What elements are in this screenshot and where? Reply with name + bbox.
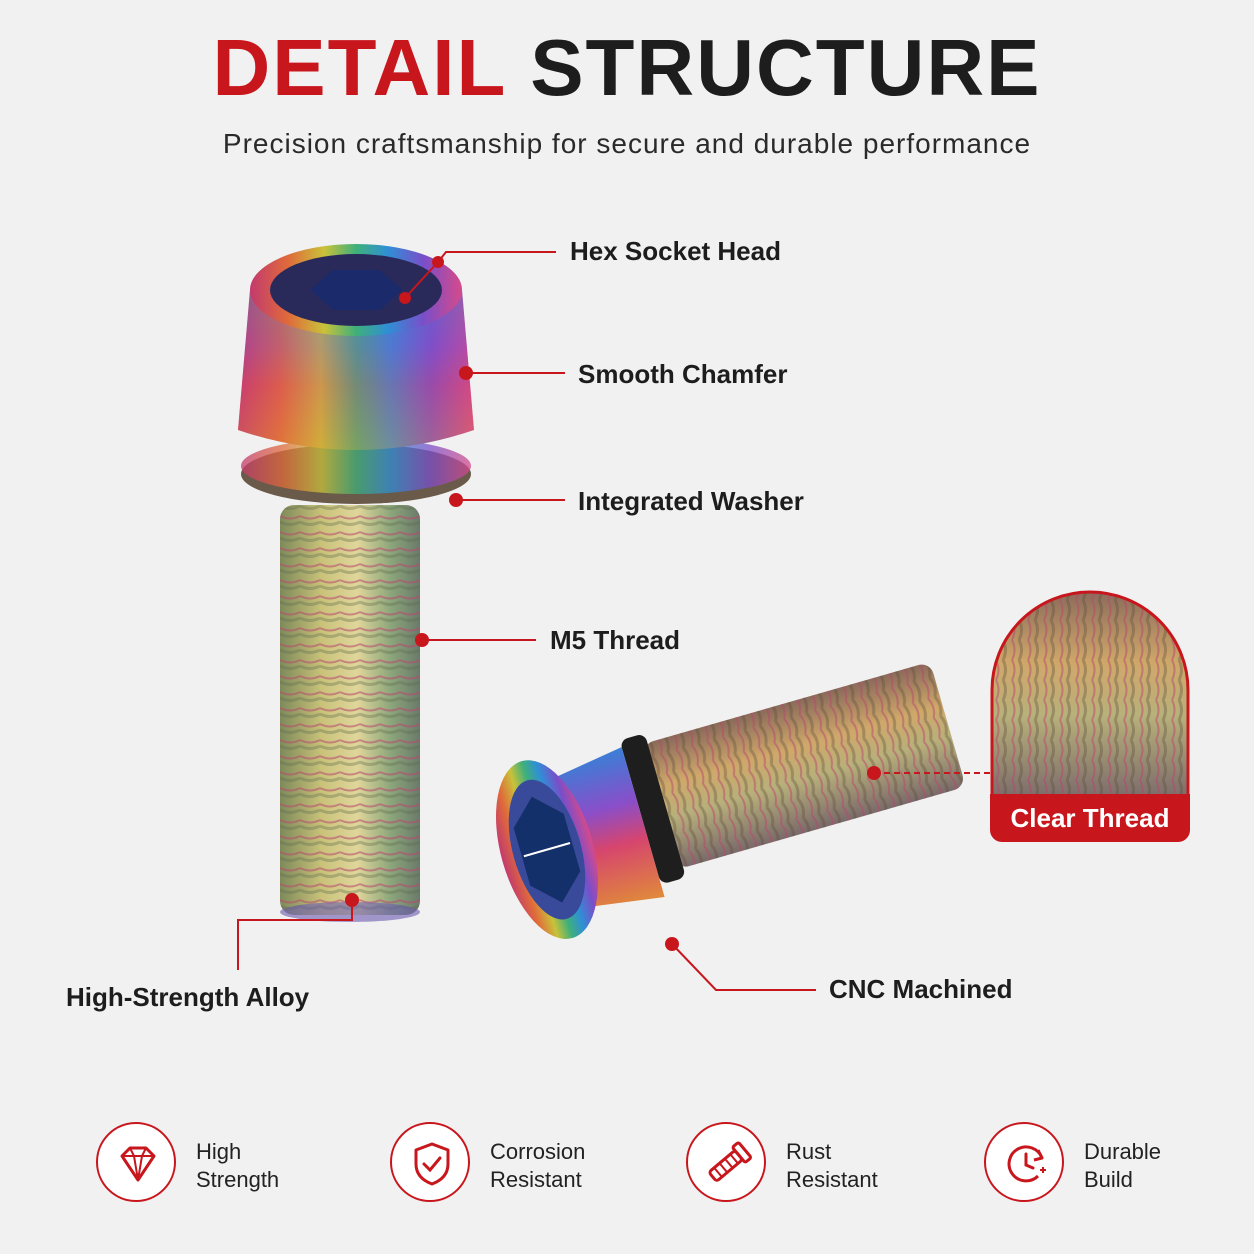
feature-text: Rust Resistant — [786, 1138, 878, 1194]
shield-check-icon — [390, 1122, 470, 1202]
vertical-bolt — [238, 244, 474, 922]
callout-dots — [345, 256, 881, 951]
diamond-icon — [96, 1122, 176, 1202]
feature-line2: Resistant — [490, 1167, 582, 1192]
feature-text: High Strength — [196, 1138, 279, 1194]
angled-bolt — [495, 664, 964, 939]
label-hex-socket-head: Hex Socket Head — [570, 236, 781, 266]
thread-zoom-inset — [990, 590, 1190, 800]
feature-text: Corrosion Resistant — [490, 1138, 585, 1194]
feature-line2: Build — [1084, 1167, 1133, 1192]
feature-line1: Corrosion — [490, 1139, 586, 1164]
feature-line2: Strength — [196, 1167, 280, 1192]
clear-thread-badge: Clear Thread — [990, 794, 1190, 842]
page-title: DETAIL STRUCTURE — [0, 28, 1254, 108]
feature-line1: Durable — [1084, 1139, 1162, 1164]
label-high-strength-alloy: High-Strength Alloy — [66, 982, 310, 1012]
feature-line2: Resistant — [786, 1167, 878, 1192]
feature-line1: Rust — [786, 1139, 832, 1164]
clock-cycle-icon — [984, 1122, 1064, 1202]
bolt-icon — [686, 1122, 766, 1202]
page-subtitle: Precision craftsmanship for secure and d… — [222, 128, 1032, 159]
label-cnc-machined: CNC Machined — [829, 974, 1013, 1004]
title-dark-part: STRUCTURE — [530, 23, 1042, 112]
leader-lines — [237, 251, 990, 991]
label-integrated-washer: Integrated Washer — [578, 486, 804, 516]
label-m5-thread: M5 Thread — [550, 625, 681, 655]
label-smooth-chamfer: Smooth Chamfer — [578, 359, 788, 389]
feature-line1: High — [196, 1139, 242, 1164]
title-red-part: DETAIL — [212, 23, 506, 112]
feature-text: Durable Build — [1084, 1138, 1161, 1194]
